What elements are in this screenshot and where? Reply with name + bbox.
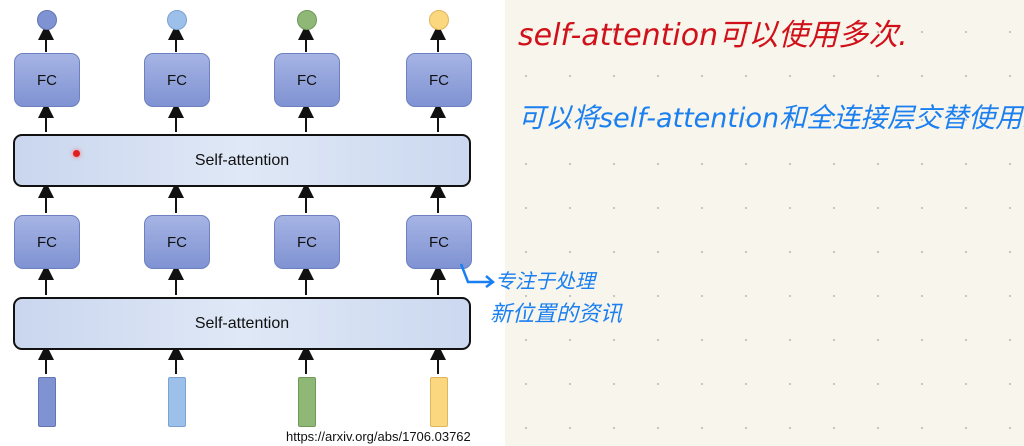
annotation-line-1: 专注于处理 [495,269,595,293]
laser-pointer-icon [73,150,80,157]
fc-box: FC [14,53,80,107]
fc-box: FC [144,215,210,269]
fc-box: FC [274,53,340,107]
input-vector-1 [38,377,56,427]
fc-box: FC [274,215,340,269]
self-attention-layer-1: Self-attention [13,297,471,350]
hook-arrow-icon [459,263,496,288]
input-vector-2 [168,377,186,427]
source-url: https://arxiv.org/abs/1706.03762 [286,429,471,444]
fc-box: FC [406,215,472,269]
fc-box: FC [144,53,210,107]
arrows [38,24,446,374]
output-dot-1 [37,10,57,30]
input-vector-3 [298,377,316,427]
slide-figure: FC FC FC FC Self-attention FC FC FC FC S… [0,0,505,446]
input-vector-4 [430,377,448,427]
fc-box: FC [406,53,472,107]
note-line-2: 可以将self-attention和全连接层交替使用. [518,103,1024,134]
fc-box: FC [14,215,80,269]
note-line-1: self-attention可以使用多次. [518,18,908,53]
output-dot-4 [429,10,449,30]
annotation-line-2: 新位置的资讯 [490,302,623,327]
output-dot-2 [167,10,187,30]
self-attention-layer-2: Self-attention [13,134,471,187]
output-dot-3 [297,10,317,30]
